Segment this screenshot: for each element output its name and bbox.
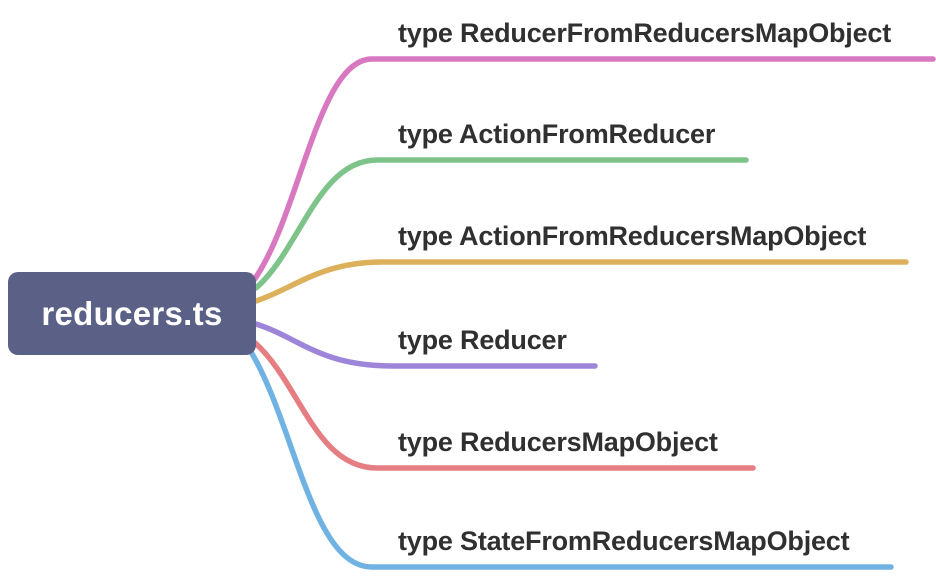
branch-label[interactable]: type ReducersMapObject	[398, 427, 718, 457]
branch-connector	[253, 157, 749, 291]
branch-connector	[251, 339, 756, 471]
branch-label[interactable]: type Reducer	[398, 325, 567, 355]
root-node[interactable]: reducers.ts	[8, 272, 256, 355]
branch-connector	[253, 321, 598, 369]
branch-label[interactable]: type ReducerFromReducersMapObject	[398, 18, 892, 48]
branch-label[interactable]: type ActionFromReducersMapObject	[398, 221, 867, 251]
root-node-label: reducers.ts	[41, 294, 223, 332]
branch-connector	[253, 259, 909, 304]
branch-label[interactable]: type ActionFromReducer	[398, 119, 716, 149]
branch-label[interactable]: type StateFromReducersMapObject	[398, 526, 850, 556]
branch-connector	[248, 349, 894, 570]
branch-connector	[251, 56, 936, 283]
